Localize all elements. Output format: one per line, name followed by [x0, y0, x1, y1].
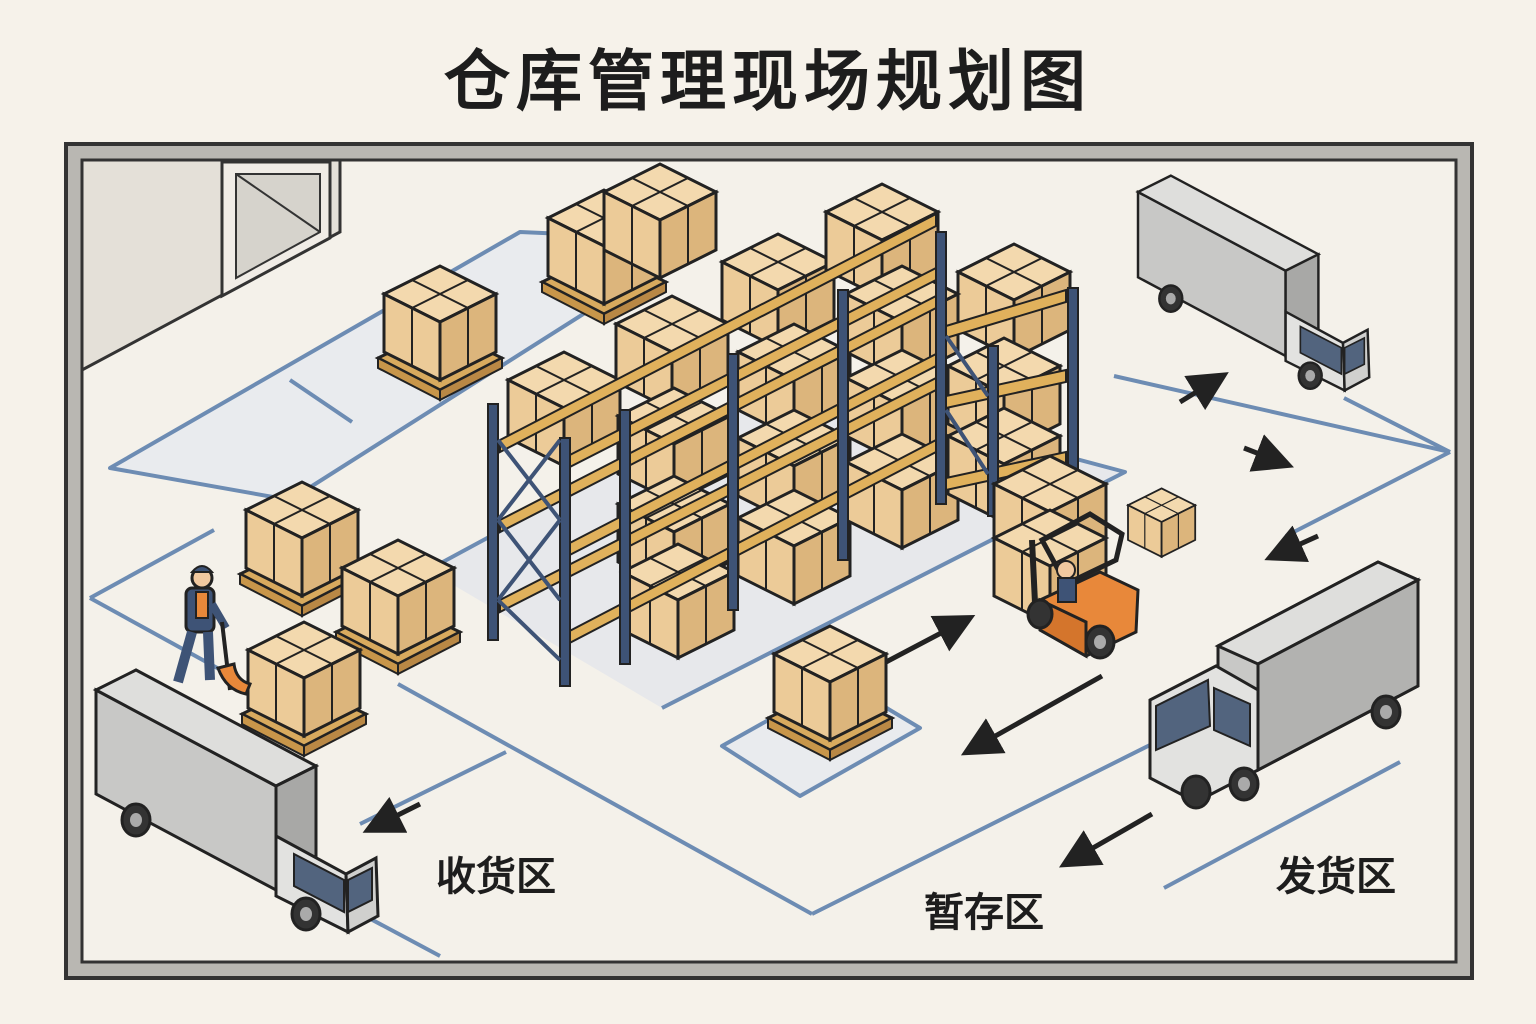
forklift: [992, 454, 1140, 660]
back-wall: [80, 158, 342, 373]
zone-label-receiving: 收货区: [436, 854, 556, 900]
flow-arrows: [362, 372, 1320, 868]
storage-racks: [487, 182, 1079, 687]
page-title: 仓库管理现场规划图: [444, 43, 1092, 120]
truck-shipping-bottom: [1148, 560, 1422, 810]
zone-label-shipping: 发货区: [1276, 854, 1396, 900]
worker-with-pallet-jack: [173, 565, 253, 696]
zone-label-staging: 暂存区: [924, 890, 1044, 936]
